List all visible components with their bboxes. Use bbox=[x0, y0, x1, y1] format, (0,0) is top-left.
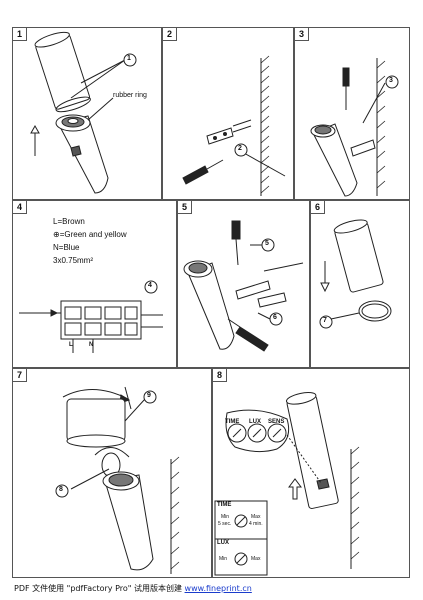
footer-link[interactable]: www.fineprint.cn bbox=[184, 584, 252, 593]
pdf-footer: PDF 文件使用 "pdfFactory Pro" 试用版本创建 www.fin… bbox=[14, 583, 252, 594]
step-panel-8: 8 bbox=[212, 368, 410, 578]
step-panel-4: 4 L=Brown ⊕=Green and yellow N=Blue 3x0.… bbox=[12, 200, 177, 368]
legend-live: L=Brown bbox=[53, 217, 85, 226]
step-panel-2: 2 bbox=[162, 27, 294, 200]
lux-min-label: Min bbox=[219, 556, 228, 562]
lux-box-title: LUX bbox=[217, 540, 229, 546]
lux-max-label: Max bbox=[251, 556, 261, 562]
time-box-title: TIME bbox=[217, 502, 232, 508]
callout-5: 5 bbox=[265, 240, 269, 247]
terminal-n-label: N bbox=[89, 342, 94, 348]
footer-text: PDF 文件使用 "pdfFactory Pro" 试用版本创建 bbox=[14, 584, 185, 593]
legend-neutral: N=Blue bbox=[53, 243, 80, 252]
terminal-block-diagram bbox=[19, 280, 163, 353]
step-number: 5 bbox=[178, 201, 192, 214]
callout-4: 4 bbox=[148, 282, 152, 289]
sensor-label-lux: LUX bbox=[249, 419, 261, 425]
callout-3: 3 bbox=[389, 77, 393, 84]
step-7-illustration bbox=[55, 386, 180, 574]
time-min-value: 5 sec. bbox=[218, 521, 232, 527]
time-max-label: Max bbox=[251, 514, 261, 520]
callout-9: 9 bbox=[147, 392, 151, 399]
step-6-illustration bbox=[319, 219, 392, 329]
step-panel-6: 6 7 bbox=[310, 200, 410, 368]
callout-8: 8 bbox=[59, 486, 63, 493]
step-number: 6 bbox=[311, 201, 325, 214]
step-panel-3: 3 bbox=[294, 27, 410, 200]
step-1-illustration bbox=[30, 31, 137, 194]
callout-6: 6 bbox=[273, 314, 277, 321]
step-number: 4 bbox=[13, 201, 27, 214]
step-number: 8 bbox=[213, 369, 227, 382]
step-number: 1 bbox=[13, 28, 27, 41]
step-8-illustration bbox=[214, 392, 360, 576]
legend-earth: ⊕=Green and yellow bbox=[53, 230, 127, 239]
time-max-value: 4 min. bbox=[249, 521, 263, 527]
step-panel-1: 1 bbox=[12, 27, 162, 200]
terminal-l-label: L bbox=[69, 342, 73, 348]
rubber-ring-label: rubber ring bbox=[113, 92, 147, 99]
step-2-illustration bbox=[182, 55, 286, 196]
wire-color-legend: L=Brown ⊕=Green and yellow N=Blue 3x0.75… bbox=[53, 215, 127, 267]
step-number: 3 bbox=[295, 28, 309, 41]
callout-2: 2 bbox=[238, 145, 242, 152]
time-min-label: Min bbox=[221, 514, 230, 520]
legend-cable-spec: 3x0.75mm² bbox=[53, 256, 94, 265]
step-panel-5: 5 5 6 bbox=[177, 200, 310, 368]
sensor-label-time: TIME bbox=[225, 419, 240, 425]
step-5-illustration bbox=[183, 220, 304, 352]
step-panel-7: 7 bbox=[12, 368, 212, 578]
earth-symbol-icon: ⊕ bbox=[53, 230, 60, 239]
sensor-label-sens: SENS bbox=[268, 419, 285, 425]
step-number: 2 bbox=[163, 28, 177, 41]
callout-1: 1 bbox=[127, 55, 131, 62]
step-3-illustration bbox=[310, 58, 399, 197]
callout-7: 7 bbox=[323, 317, 327, 324]
step-number: 7 bbox=[13, 369, 27, 382]
